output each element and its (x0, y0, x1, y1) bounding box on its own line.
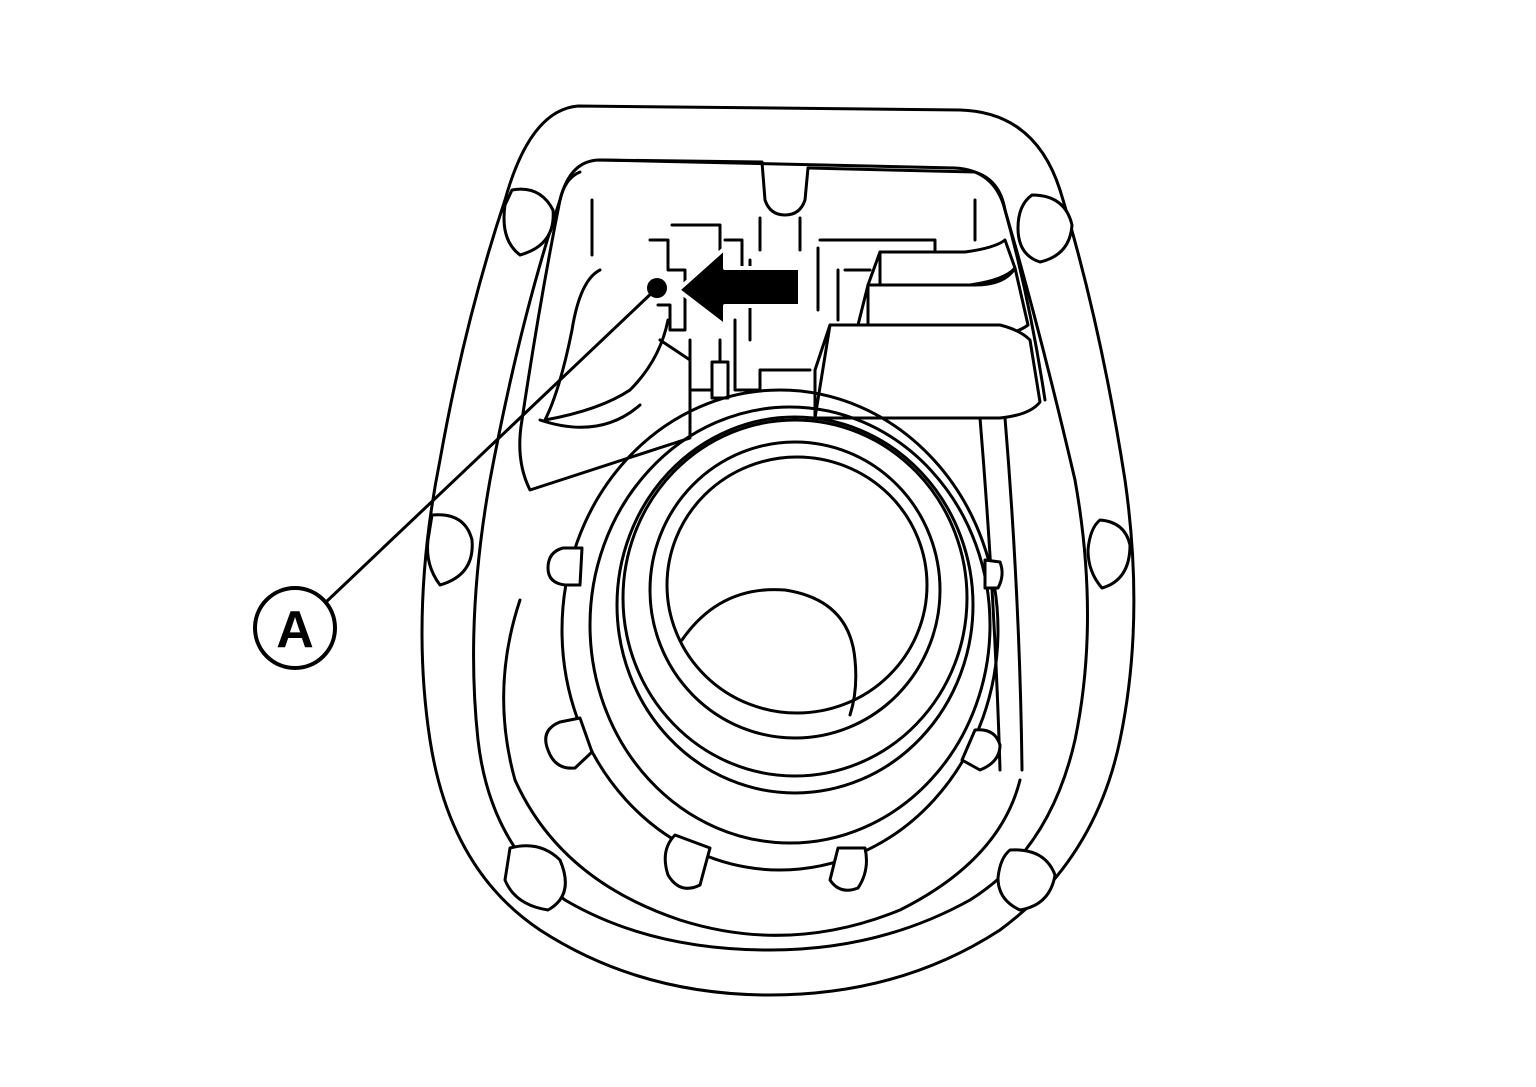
callout-a-circle (253, 586, 337, 670)
left-rib (543, 268, 670, 422)
direction-arrow (676, 246, 802, 328)
top-frame-right (806, 166, 1047, 402)
top-tab-left (598, 158, 810, 217)
inner-frame (518, 170, 692, 492)
housing-outer (420, 104, 1136, 997)
latch-mechanism (648, 223, 812, 400)
filler-neck (502, 388, 1022, 937)
mounting-bosses (426, 187, 1132, 912)
callout-a-label: A (276, 601, 314, 659)
housing-inner (472, 158, 1089, 952)
callout-a-leader (323, 286, 659, 605)
hose-connector (813, 238, 1042, 772)
